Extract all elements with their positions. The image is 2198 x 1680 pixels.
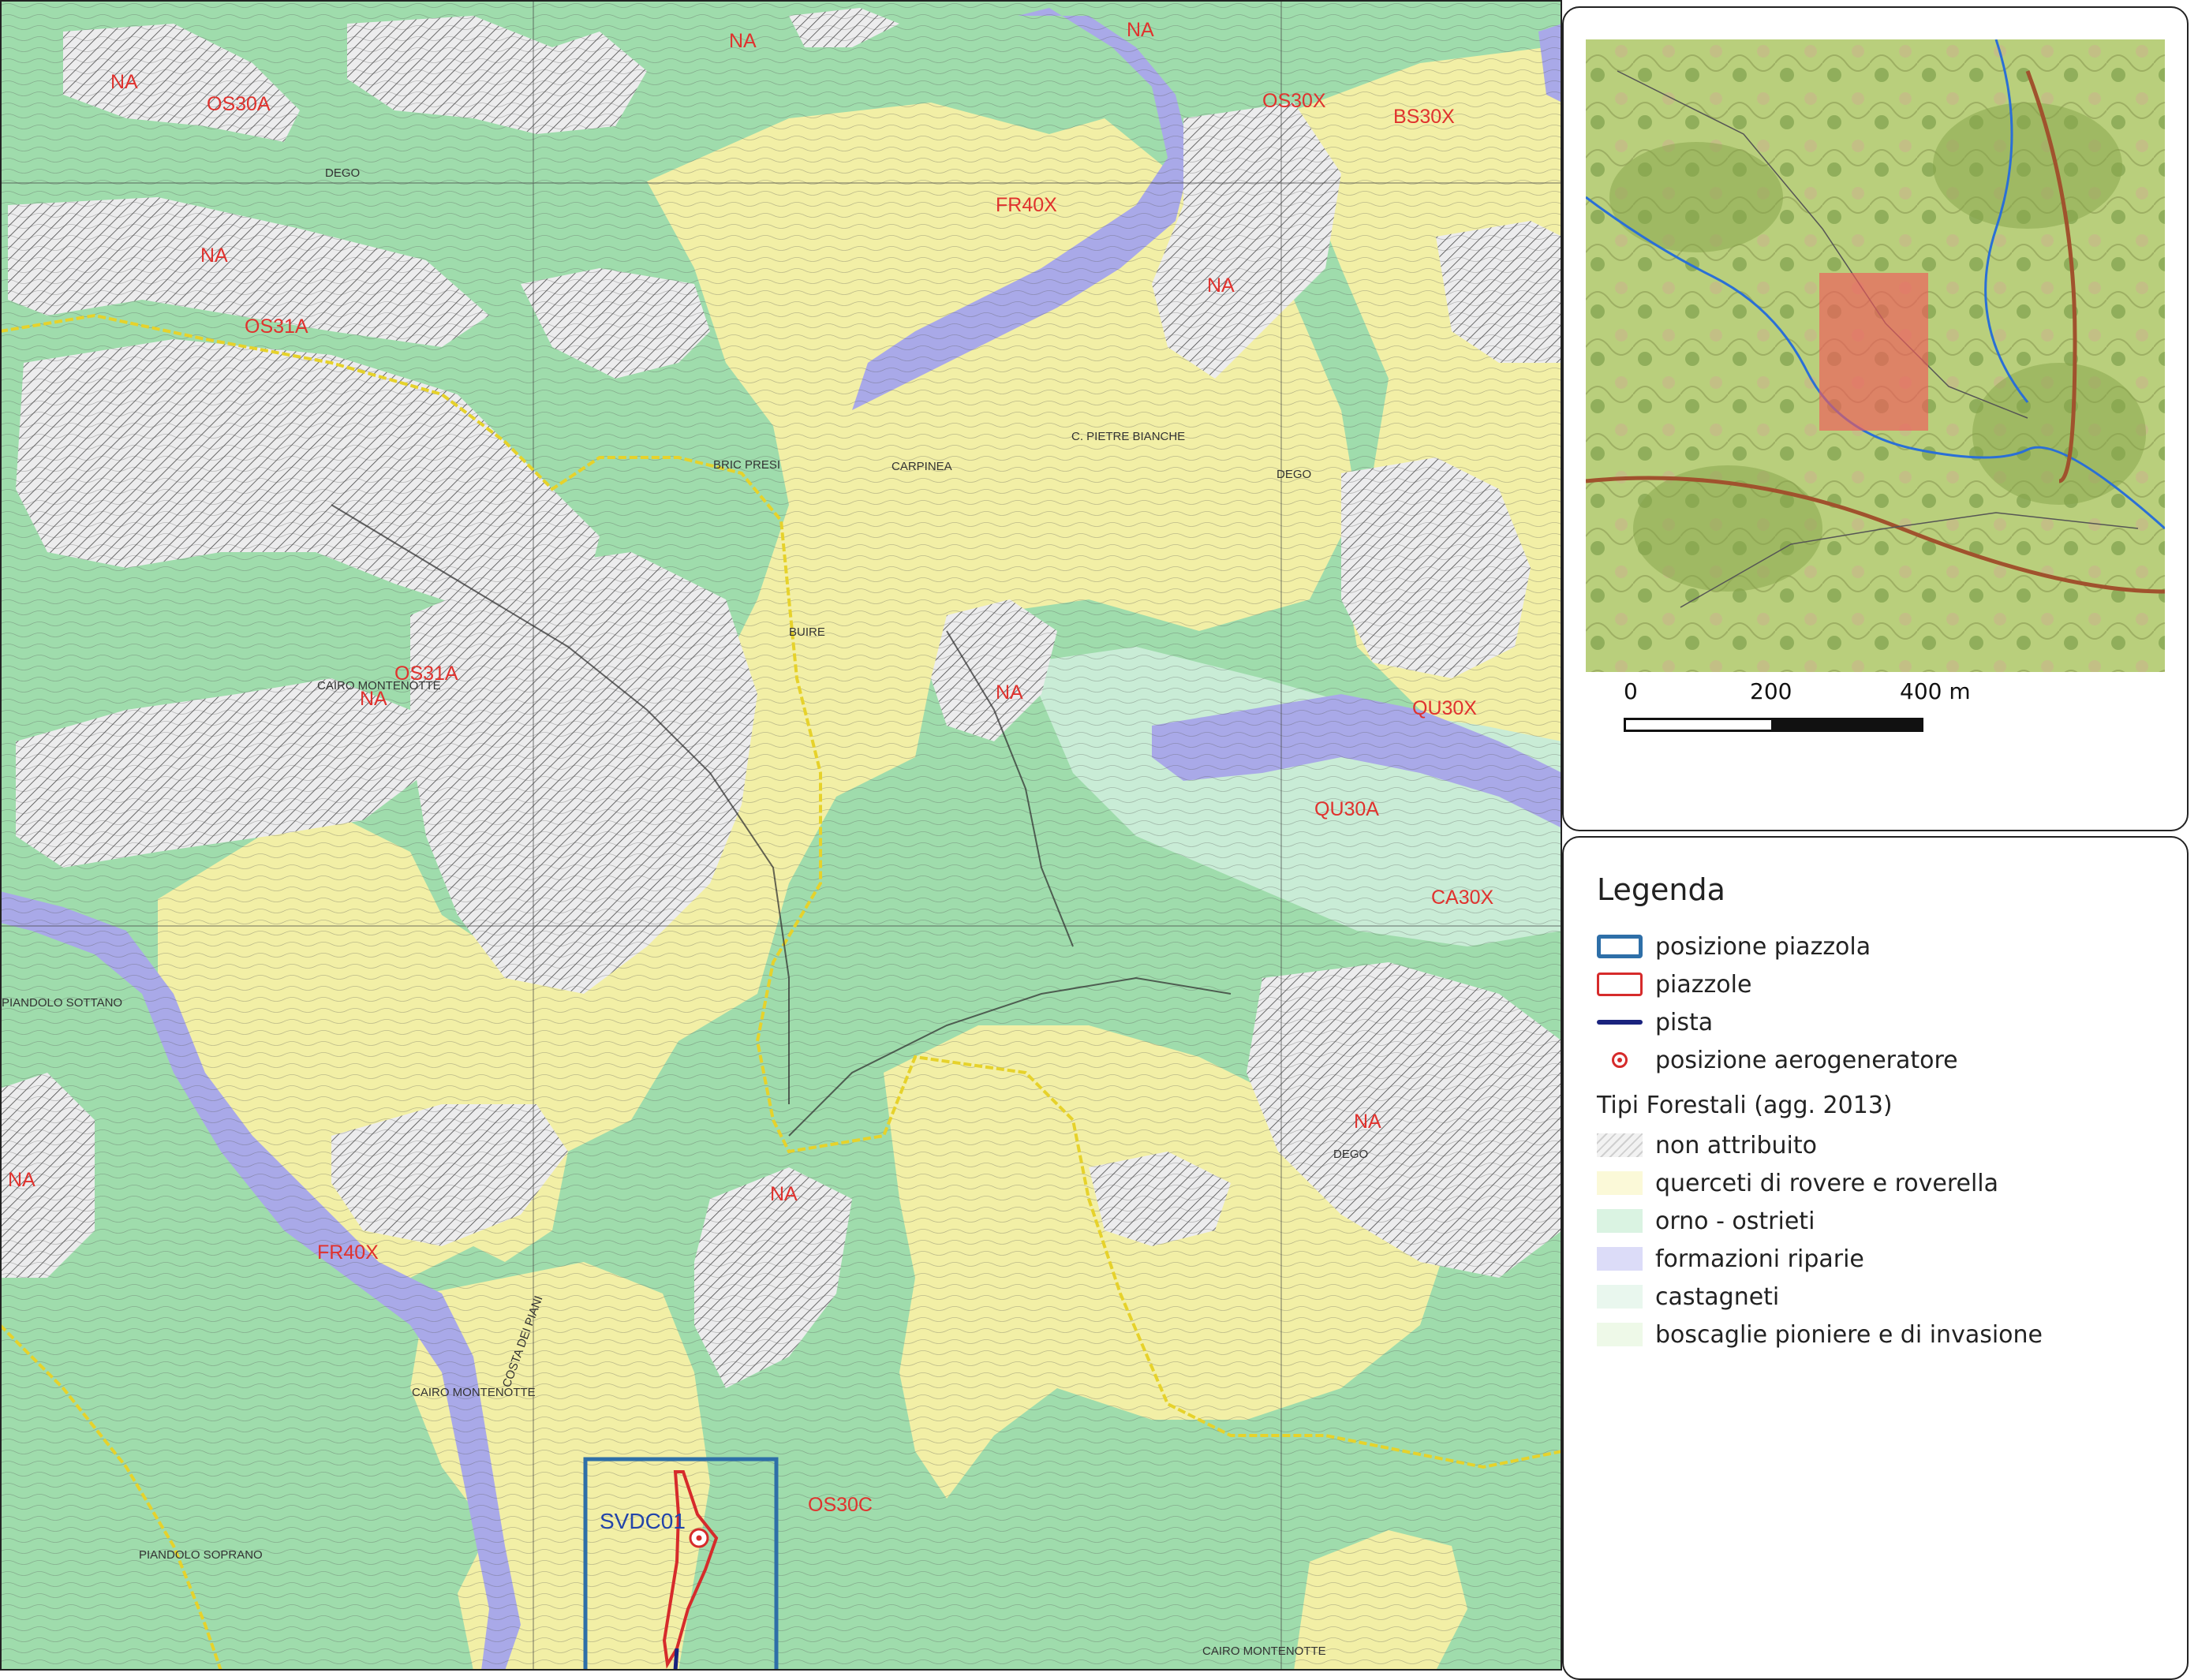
zone-code-label: BS30X <box>1393 106 1455 128</box>
zone-code-label: NA <box>729 30 757 52</box>
west-boundary <box>0 1323 222 1671</box>
zone-code-label: QU30A <box>1314 798 1379 820</box>
zone-code-label: NA <box>360 688 387 710</box>
place-name: CAIRO MONTENOTTE <box>412 1386 536 1399</box>
legend-label: posizione aerogeneratore <box>1655 1046 1958 1074</box>
scale-tick-0: 0 <box>1624 678 1638 704</box>
place-name: DEGO <box>1333 1148 1368 1161</box>
locator-study-area <box>1819 273 1928 431</box>
hatch-swatch <box>1597 1133 1643 1157</box>
zone-code-label: OS30X <box>1262 90 1326 112</box>
zone-code-label: OS31A <box>394 663 458 685</box>
locator-relief <box>1609 103 2146 592</box>
forest-types-heading: Tipi Forestali (agg. 2013) <box>1597 1092 1893 1119</box>
zone-code-label: OS31A <box>245 315 308 338</box>
place-name: BUIRE <box>789 625 825 639</box>
map-grid <box>0 0 1562 1671</box>
place-name: PIANDOLO SOTTANO <box>2 996 122 1010</box>
violet-swatch <box>1597 1247 1643 1271</box>
turbine-id-label: SVDC01 <box>600 1509 686 1533</box>
scale-bar: 0 200 400 m <box>1624 678 2002 749</box>
locator-map <box>1586 39 2165 672</box>
municipal-boundary <box>0 313 1562 1469</box>
blue-frame-swatch <box>1597 935 1643 958</box>
place-name: DEGO <box>1277 468 1311 481</box>
place-name: DEGO <box>325 166 360 180</box>
legend-item-non-attribuito: non attribuito <box>1597 1129 1817 1161</box>
contour-lines <box>0 0 1562 1671</box>
yellow-swatch <box>1597 1171 1643 1195</box>
locator-highways <box>1586 70 2165 594</box>
scale-segment-black <box>1774 718 1923 732</box>
pista-track[interactable] <box>673 1648 679 1671</box>
place-name: CARPINEA <box>892 460 952 473</box>
turbine-point-icon <box>1597 1048 1643 1072</box>
posizione-piazzola-frame[interactable] <box>583 1457 779 1671</box>
legend-label: piazzole <box>1655 970 1752 999</box>
zone-code-label: NA <box>1127 19 1154 41</box>
zone-code-label: OS30C <box>808 1494 873 1516</box>
legend-label: orno - ostrieti <box>1655 1207 1815 1235</box>
zone-code-label: NA <box>8 1169 36 1191</box>
legend-label: boscaglie pioniere e di invasione <box>1655 1320 2043 1349</box>
legend-item-castagneti: castagneti <box>1597 1281 1779 1312</box>
scale-segment-white <box>1624 718 1774 732</box>
pale-green-swatch <box>1597 1323 1643 1346</box>
legend-label: pista <box>1655 1008 1714 1036</box>
green-swatch <box>1597 1209 1643 1233</box>
legend-item-formazioni-riparie: formazioni riparie <box>1597 1243 1864 1275</box>
track-line-swatch <box>1597 1010 1643 1034</box>
zone-code-label: CA30X <box>1431 887 1494 909</box>
map-border <box>0 0 1562 1671</box>
legend-item-orno-ostrieti: orno - ostrieti <box>1597 1205 1815 1237</box>
red-outline-swatch <box>1597 973 1643 996</box>
locator-panel: 0 200 400 m <box>1562 6 2189 831</box>
zone-code-label: NA <box>770 1183 798 1205</box>
legend-panel: Legenda posizione piazzola piazzole pist… <box>1562 836 2189 1680</box>
zone-code-label: NA <box>110 71 138 93</box>
aerogeneratore-dot <box>696 1535 702 1541</box>
zone-code-label: NA <box>1207 274 1235 297</box>
legend-label: castagneti <box>1655 1282 1780 1311</box>
scale-tick-400: 400 m <box>1900 678 1971 704</box>
zone-code-label: NA <box>200 245 228 267</box>
zone-code-label: OS30A <box>207 93 271 115</box>
zone-code-label: NA <box>996 681 1023 704</box>
place-name: BRIC PRESI <box>713 458 780 472</box>
legend-title: Legenda <box>1597 872 1725 907</box>
legend-label: posizione piazzola <box>1655 932 1871 961</box>
forest-type-map: NA OS30A NA NA OS30X BS30X FR40X NA NA O… <box>0 0 1562 1671</box>
mint-swatch <box>1597 1285 1643 1309</box>
legend-item-piazzole: piazzole <box>1597 969 1751 1000</box>
legend-label: formazioni riparie <box>1655 1245 1864 1273</box>
legend-item-pista: pista <box>1597 1006 1713 1038</box>
zone-code-label: QU30X <box>1412 697 1477 719</box>
place-name: PIANDOLO SOPRANO <box>139 1548 263 1562</box>
place-name: C. PIETRE BIANCHE <box>1071 430 1185 443</box>
zone-code-label: FR40X <box>996 194 1057 216</box>
legend-item-boscaglie: boscaglie pioniere e di invasione <box>1597 1319 2043 1350</box>
legend-item-aerogeneratore: posizione aerogeneratore <box>1597 1044 1958 1076</box>
place-name: CAIRO MONTENOTTE <box>317 679 441 693</box>
place-name: CAIRO MONTENOTTE <box>1202 1645 1326 1658</box>
legend-item-querceti: querceti di rovere e roverella <box>1597 1167 1998 1199</box>
zone-code-label: FR40X <box>317 1241 379 1264</box>
legend-item-posizione-piazzola: posizione piazzola <box>1597 931 1871 962</box>
legend-label: querceti di rovere e roverella <box>1655 1169 1999 1197</box>
roads <box>331 504 1232 1137</box>
scale-tick-200: 200 <box>1750 678 1792 704</box>
zone-code-label: NA <box>1354 1111 1381 1133</box>
legend-label: non attribuito <box>1655 1131 1818 1159</box>
